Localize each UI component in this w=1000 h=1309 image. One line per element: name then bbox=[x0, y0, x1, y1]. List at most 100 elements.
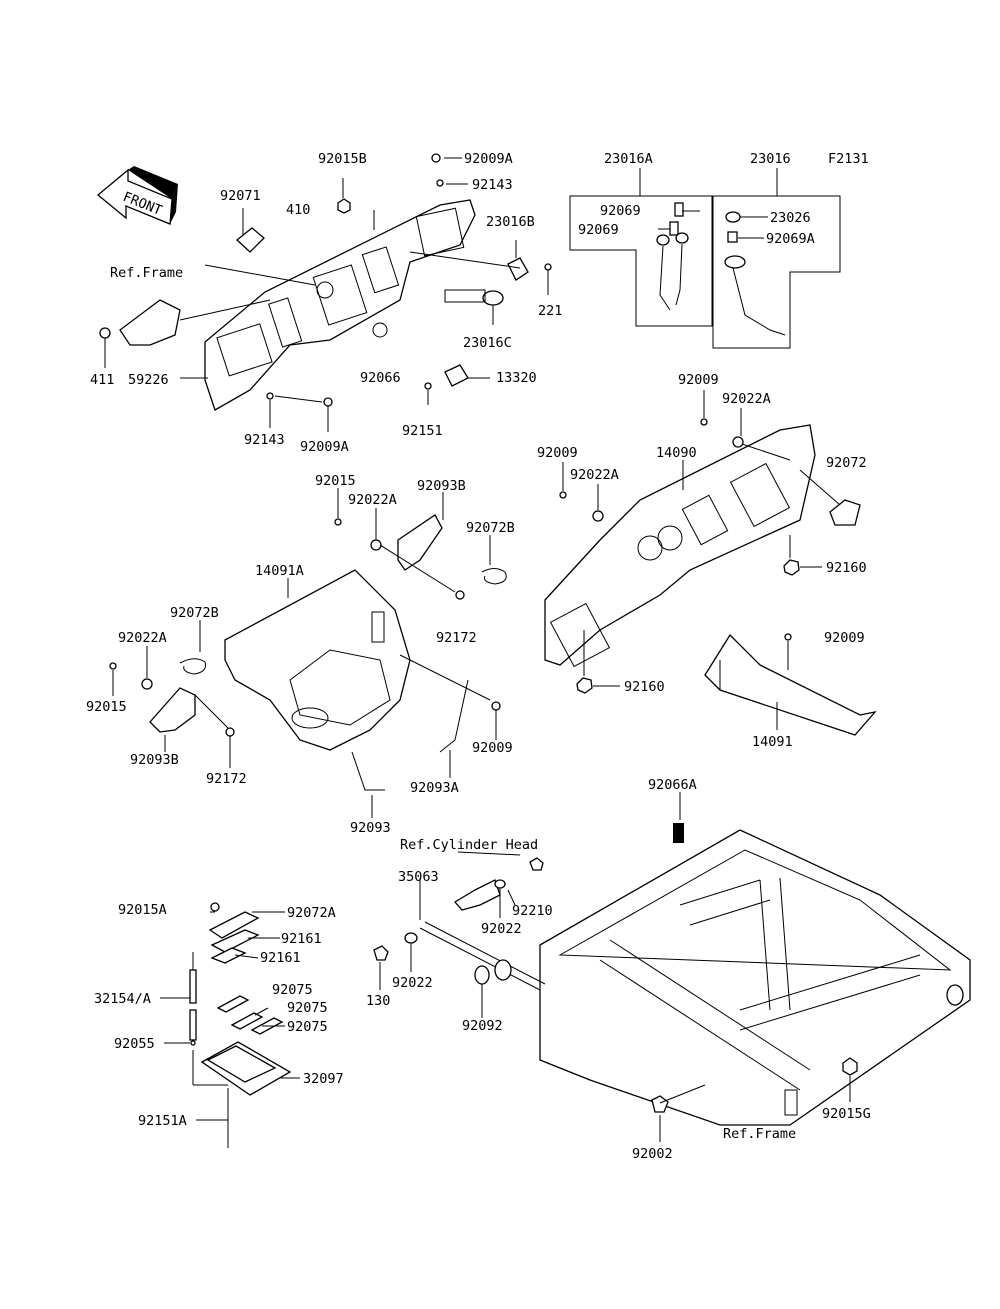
label-92009-center: 92009 bbox=[472, 740, 513, 756]
label-92160-right: 92160 bbox=[826, 560, 867, 576]
label-92009A-bottom: 92009A bbox=[300, 439, 349, 455]
label-32154A: 32154/A bbox=[94, 991, 151, 1007]
label-23016B: 23016B bbox=[486, 214, 535, 230]
label-92093: 92093 bbox=[350, 820, 391, 836]
nut-92160-left-icon bbox=[576, 677, 593, 694]
label-92172-center: 92172 bbox=[436, 630, 477, 646]
label-410: 410 bbox=[286, 202, 310, 218]
washer-92143-top-icon bbox=[436, 179, 444, 187]
plate-14091 bbox=[704, 633, 877, 736]
label-23016A: 23016A bbox=[604, 151, 653, 167]
screw-92015-left-icon bbox=[109, 662, 117, 670]
nut-92015B-icon bbox=[337, 198, 351, 214]
label-92075-a: 92075 bbox=[272, 982, 313, 998]
label-92093B-left: 92093B bbox=[130, 752, 179, 768]
label-92210: 92210 bbox=[512, 903, 553, 919]
label-14091: 14091 bbox=[752, 734, 793, 750]
part-labels: 92015B 92009A 92143 23016A 23016 92071 4… bbox=[86, 151, 871, 1162]
screw-92009A-top-icon bbox=[431, 153, 441, 163]
label-92072A: 92072A bbox=[287, 905, 336, 921]
meter-23016-box bbox=[712, 195, 841, 349]
label-92072B-center: 92072B bbox=[466, 520, 515, 536]
rod-92093A-icon bbox=[439, 679, 469, 753]
label-92069-b: 92069 bbox=[578, 222, 619, 238]
link-35063 bbox=[373, 857, 546, 991]
label-92015A: 92015A bbox=[118, 902, 167, 918]
label-23026: 23026 bbox=[770, 210, 811, 226]
leaders-frame bbox=[659, 792, 851, 1142]
nut-92160-right-icon bbox=[783, 559, 800, 576]
label-92172-left: 92172 bbox=[206, 771, 247, 787]
label-92066A: 92066A bbox=[648, 777, 697, 793]
leaders-dash bbox=[104, 157, 549, 432]
clip-92072B-center-icon bbox=[481, 568, 507, 585]
pedal-assembly bbox=[189, 902, 292, 1148]
label-92022A-left: 92022A bbox=[118, 630, 167, 646]
label-92022A-r2: 92022A bbox=[570, 467, 619, 483]
label-23016C: 23016C bbox=[463, 335, 512, 351]
label-32097: 32097 bbox=[303, 1071, 344, 1087]
washer-92022A-r2-icon bbox=[592, 510, 604, 522]
front-arrow-icon: FRONT bbox=[96, 166, 178, 225]
label-92009-r2: 92009 bbox=[537, 445, 578, 461]
label-92143-bottom: 92143 bbox=[244, 432, 285, 448]
washer-92022A-r1-icon bbox=[732, 436, 744, 448]
label-59226: 59226 bbox=[128, 372, 169, 388]
nut-92015G-icon bbox=[842, 1057, 858, 1076]
label-92151: 92151 bbox=[402, 423, 443, 439]
label-92151A: 92151A bbox=[138, 1113, 187, 1129]
label-92072B-left: 92072B bbox=[170, 605, 219, 621]
plate-92093B-center-icon bbox=[397, 514, 443, 571]
label-92015-left: 92015 bbox=[86, 699, 127, 715]
label-92055: 92055 bbox=[114, 1036, 155, 1052]
label-130: 130 bbox=[366, 993, 390, 1009]
washer-92143-bottom-icon bbox=[266, 392, 274, 400]
figure-code: F2131 bbox=[828, 151, 869, 167]
screw-221-icon bbox=[544, 263, 552, 271]
bracket-23016B-icon bbox=[507, 257, 529, 281]
screw-92009-center-icon bbox=[491, 701, 501, 711]
label-92015-center: 92015 bbox=[315, 473, 356, 489]
screw-92015-center-icon bbox=[334, 518, 342, 526]
meter-23016A-box bbox=[569, 195, 713, 327]
bumper-92066A-icon bbox=[673, 823, 684, 843]
label-92009-rr: 92009 bbox=[824, 630, 865, 646]
bolt-92172-center-icon bbox=[455, 590, 465, 600]
dash-panel-14090 bbox=[544, 424, 816, 668]
label-13320: 13320 bbox=[496, 370, 537, 386]
plate-92093B-left-icon bbox=[149, 687, 196, 733]
bolt-92002-icon bbox=[651, 1084, 706, 1113]
label-92015G: 92015G bbox=[822, 1106, 871, 1122]
label-92093A: 92093A bbox=[410, 780, 459, 796]
leaders-14090 bbox=[562, 390, 841, 687]
screw-92009A-bottom-icon bbox=[323, 397, 333, 407]
label-92093B-center: 92093B bbox=[417, 478, 466, 494]
leaders-35063 bbox=[379, 851, 521, 1018]
label-92143-top: 92143 bbox=[472, 177, 513, 193]
label-221: 221 bbox=[538, 303, 562, 319]
label-92071: 92071 bbox=[220, 188, 261, 204]
label-92015B: 92015B bbox=[318, 151, 367, 167]
bracket-14091A bbox=[224, 569, 411, 751]
label-14090: 14090 bbox=[656, 445, 697, 461]
bolt-92172-left-icon bbox=[225, 727, 235, 737]
label-ref-frame-bottom: Ref.Frame bbox=[723, 1126, 796, 1142]
ref-frame-bracket bbox=[99, 299, 181, 346]
switch-92071-icon bbox=[236, 227, 265, 253]
label-92009A-top: 92009A bbox=[464, 151, 513, 167]
leaders-pedal bbox=[160, 911, 300, 1121]
label-92161-a: 92161 bbox=[281, 931, 322, 947]
label-92069-a: 92069 bbox=[600, 203, 641, 219]
label-92066: 92066 bbox=[360, 370, 401, 386]
label-92075-c: 92075 bbox=[287, 1019, 328, 1035]
washer-92022A-center-icon bbox=[370, 539, 382, 551]
label-411: 411 bbox=[90, 372, 114, 388]
screw-92151-icon bbox=[424, 382, 432, 390]
label-92161-b: 92161 bbox=[260, 950, 301, 966]
rod-92093-icon bbox=[351, 751, 385, 791]
washer-92022A-left-icon bbox=[141, 678, 153, 690]
label-ref-cylinder-head: Ref.Cylinder Head bbox=[400, 837, 538, 853]
label-92072: 92072 bbox=[826, 455, 867, 471]
